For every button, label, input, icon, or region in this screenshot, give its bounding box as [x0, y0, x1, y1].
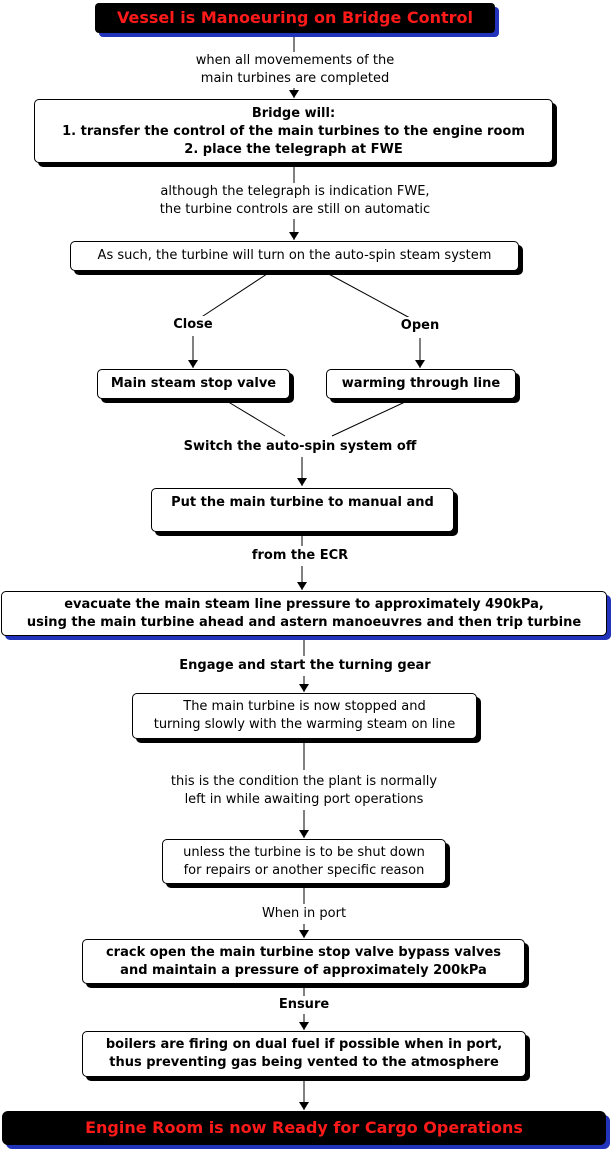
autospin-text: As such, the turbine will turn on the au…	[97, 248, 492, 263]
end-text: Engine Room is now Ready for Cargo Opera…	[85, 1118, 523, 1137]
label-line: main turbines are completed	[200, 71, 390, 86]
label-line: the turbine controls are still on automa…	[159, 202, 431, 217]
bridge-will-heading: Bridge will:	[251, 106, 336, 121]
label-line: left in while awaiting port operations	[184, 792, 424, 807]
crack-line: and maintain a pressure of approximately…	[120, 963, 487, 978]
label-line: although the telegraph is indication FWE…	[160, 184, 430, 199]
label-movements-completed: when all movemements of the main turbine…	[150, 52, 440, 88]
warming-line-box: warming through line	[326, 369, 516, 399]
label-from-ecr: from the ECR	[230, 547, 370, 565]
line-autospin-to-close	[199, 271, 271, 319]
evacuate-line: using the main turbine ahead and astern …	[26, 615, 582, 630]
bridge-step-1: 1. transfer the control of the main turb…	[62, 124, 525, 139]
bridge-will-box: Bridge will: 1. transfer the control of …	[34, 99, 553, 163]
boilers-dual-fuel-box: boilers are firing on dual fuel if possi…	[82, 1031, 526, 1077]
turbine-stopped-box: The main turbine is now stopped and turn…	[132, 693, 477, 739]
line-autospin-to-open	[324, 271, 411, 319]
label-switch-autospin-off: Switch the auto-spin system off	[160, 438, 440, 456]
bridge-step-2: 2. place the telegraph at FWE	[184, 142, 403, 157]
label-open: Open	[390, 317, 450, 335]
unless-shutdown-box: unless the turbine is to be shut down fo…	[162, 839, 446, 884]
stopped-line: turning slowly with the warming steam on…	[153, 717, 456, 732]
stop-valve-text: Main steam stop valve	[110, 376, 277, 391]
evacuate-box: evacuate the main steam line pressure to…	[1, 591, 607, 636]
label-engage-turning-gear: Engage and start the turning gear	[150, 657, 460, 675]
start-terminal: Vessel is Manoeuring on Bridge Control	[95, 3, 495, 33]
autospin-box: As such, the turbine will turn on the au…	[70, 241, 519, 271]
line-stop-valve-to-switch	[224, 399, 286, 437]
label-line: when all movemements of the	[195, 53, 395, 68]
start-text: Vessel is Manoeuring on Bridge Control	[116, 8, 473, 27]
label-telegraph-fwe: although the telegraph is indication FWE…	[130, 183, 460, 219]
unless-line: unless the turbine is to be shut down	[183, 845, 425, 860]
stop-valve-box: Main steam stop valve	[97, 369, 290, 399]
label-close: Close	[163, 316, 223, 334]
boilers-line: boilers are firing on dual fuel if possi…	[105, 1037, 503, 1052]
label-ensure: Ensure	[264, 996, 344, 1014]
crack-open-box: crack open the main turbine stop valve b…	[82, 939, 525, 984]
crack-line: crack open the main turbine stop valve b…	[105, 945, 502, 960]
label-normal-condition: this is the condition the plant is norma…	[140, 773, 468, 809]
boilers-line: thus preventing gas being vented to the …	[109, 1055, 499, 1070]
manual-box: Put the main turbine to manual and	[151, 488, 454, 532]
end-terminal: Engine Room is now Ready for Cargo Opera…	[2, 1111, 606, 1145]
unless-line: for repairs or another specific reason	[183, 863, 425, 878]
evacuate-line: evacuate the main steam line pressure to…	[64, 597, 544, 612]
line-warming-to-switch	[331, 401, 406, 437]
label-when-in-port: When in port	[240, 905, 368, 923]
warming-line-text: warming through line	[341, 376, 501, 391]
stopped-line: The main turbine is now stopped and	[183, 699, 426, 714]
manual-text: Put the main turbine to manual and	[171, 495, 434, 510]
label-line: this is the condition the plant is norma…	[170, 774, 438, 789]
